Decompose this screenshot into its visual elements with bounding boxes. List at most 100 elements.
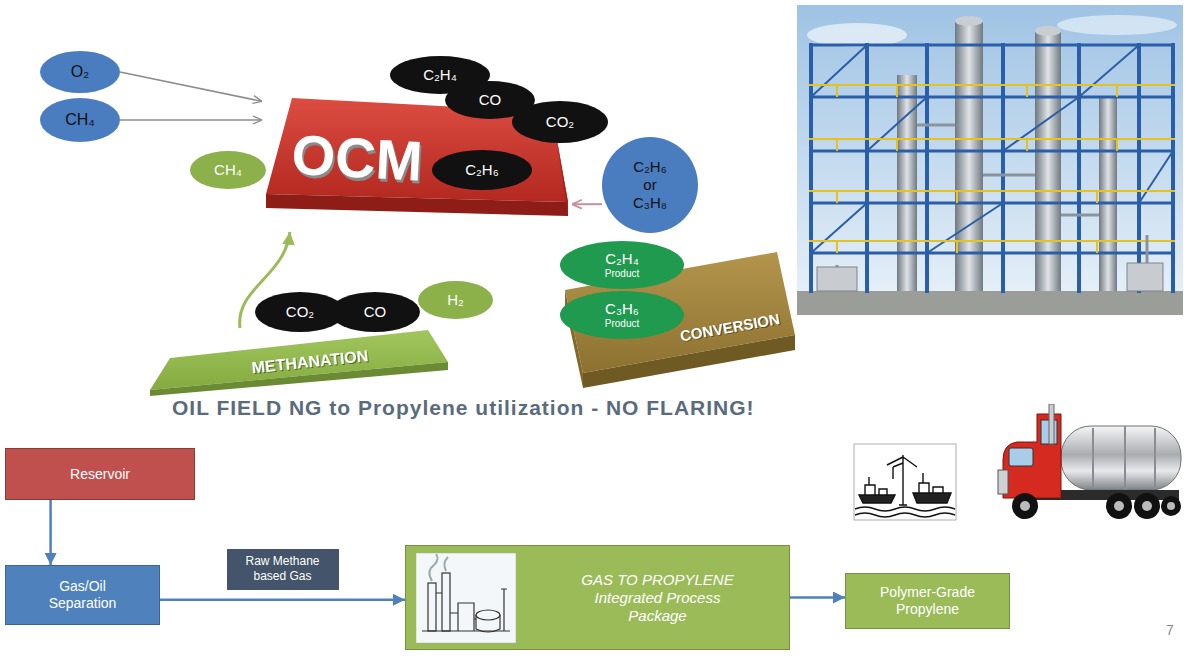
box-label: Polymer-Grade Propylene bbox=[868, 584, 988, 618]
plant-photo-part-part bbox=[837, 125, 1147, 291]
truck-icon-part-part bbox=[1142, 501, 1152, 511]
plant-photo-part bbox=[1099, 97, 1117, 291]
process-box: GAS TO PROPYLENE Integrated Process Pack… bbox=[405, 545, 790, 650]
feed-ellipse: CH₄ bbox=[40, 98, 120, 142]
truck-icon-part-part bbox=[1020, 501, 1030, 511]
process-box: Gas/Oil Separation bbox=[5, 565, 160, 625]
feed-ellipse: O₂ bbox=[40, 51, 120, 93]
truck-icon-part-part bbox=[1134, 493, 1160, 519]
truck-icon-part bbox=[1061, 426, 1181, 490]
ship-icon-part bbox=[855, 455, 955, 517]
formula-label: O₂ bbox=[71, 62, 90, 81]
box-label: Reservoir bbox=[70, 466, 130, 483]
edge-label: Raw Methane based Gas bbox=[227, 549, 339, 590]
truck-icon-part bbox=[1012, 493, 1181, 519]
flow-arrow bbox=[790, 596, 845, 599]
truck-icon-part bbox=[1049, 404, 1054, 444]
process-box: Polymer-Grade Propylene bbox=[845, 573, 1010, 629]
formula-label: CH₄ bbox=[214, 161, 242, 179]
plant-icon-part bbox=[444, 557, 448, 571]
formula-label: CO bbox=[479, 91, 502, 109]
plant-photo-part-part bbox=[811, 43, 1173, 293]
plant-icon-part bbox=[422, 573, 510, 632]
box-label: Gas/Oil Separation bbox=[38, 578, 128, 612]
ship-icon bbox=[853, 443, 957, 521]
flow-arrow bbox=[120, 119, 262, 121]
ship-icon-part bbox=[854, 444, 956, 520]
truck-icon-part-part bbox=[1167, 502, 1175, 510]
plant-icon-part-part bbox=[458, 603, 474, 631]
ship-icon-part-part bbox=[859, 495, 895, 503]
plant-photo-part bbox=[811, 43, 1173, 293]
plant-photo-part bbox=[837, 125, 1147, 291]
plant-photo-part bbox=[817, 267, 857, 291]
formula-label: CO₂ bbox=[286, 303, 314, 321]
truck-icon-part bbox=[1020, 501, 1175, 511]
label-holder: OIL FIELD NG to Propylene utilization - … bbox=[172, 396, 755, 420]
plant-icon-part-part bbox=[442, 573, 450, 631]
ship-icon-part-part bbox=[913, 493, 951, 503]
plant-photo-part bbox=[797, 291, 1183, 315]
plant-icon-part-part bbox=[436, 589, 507, 631]
plant-icon-part bbox=[416, 553, 516, 643]
slab-face bbox=[266, 194, 568, 216]
truck-icon-part bbox=[1009, 448, 1033, 466]
ship-icon-part-part bbox=[855, 513, 955, 517]
plant-icon bbox=[416, 553, 516, 643]
gas-ellipse: CO bbox=[330, 292, 420, 332]
plant-photo bbox=[797, 5, 1183, 315]
formula-label: C₂H₆ or C₃H₈ bbox=[628, 158, 672, 212]
formula-label: CO₂ bbox=[546, 113, 574, 131]
truck-icon-part-part bbox=[1161, 496, 1181, 516]
plant-photo-part bbox=[809, 45, 1175, 253]
plant-photo-part bbox=[1057, 15, 1177, 35]
formula-label: C₂H₄ bbox=[423, 66, 457, 84]
formula-label: CH₄ bbox=[65, 110, 95, 129]
ship-icon-part-part bbox=[855, 507, 955, 511]
gas-ellipse: C₂H₆ bbox=[432, 150, 532, 190]
flow-arrow bbox=[120, 72, 262, 101]
formula-label: C₂H₄ bbox=[605, 250, 639, 268]
slab-label: OCM bbox=[290, 124, 424, 192]
flow-arrow bbox=[49, 500, 52, 565]
plant-photo-part bbox=[797, 5, 1183, 315]
feed-ellipse: C₂H₆ or C₃H₈ bbox=[602, 137, 698, 233]
ship-icon-part-part bbox=[919, 473, 943, 493]
formula-label: CO bbox=[364, 303, 387, 321]
formula-label: Product bbox=[605, 318, 639, 330]
plant-photo-part-part bbox=[811, 45, 1173, 253]
ship-icon-part-part bbox=[887, 455, 917, 505]
recycle-ellipse: CH₄ bbox=[190, 151, 266, 189]
box-label: GAS TO PROPYLENE Integrated Process Pack… bbox=[570, 571, 745, 625]
slide-title: OIL FIELD NG to Propylene utilization - … bbox=[172, 396, 755, 420]
truck-icon-part-part bbox=[1012, 493, 1038, 519]
formula-label: H₂ bbox=[447, 291, 464, 309]
plant-icon-part bbox=[429, 554, 437, 581]
plant-photo-part bbox=[955, 16, 983, 26]
plant-photo-part-part bbox=[809, 85, 1175, 241]
methanation-slab: METHANATION bbox=[150, 328, 450, 396]
gas-ellipse: CO₂ bbox=[512, 101, 608, 143]
product-ellipse: C₂H₄Product bbox=[560, 241, 684, 289]
page-number: 7 bbox=[1166, 622, 1174, 638]
plant-photo-part bbox=[1035, 26, 1061, 36]
label-holder: OCM bbox=[290, 124, 424, 192]
truck-icon-part bbox=[998, 470, 1008, 494]
ship-icon-part-part bbox=[865, 477, 887, 495]
product-ellipse: C₃H₆Product bbox=[560, 291, 684, 339]
truck-icon-part bbox=[1093, 426, 1155, 490]
plant-photo-part-part bbox=[837, 85, 1117, 253]
process-box: Reservoir bbox=[5, 448, 195, 500]
plant-photo-part bbox=[809, 85, 1175, 253]
plant-icon-part-part bbox=[476, 610, 500, 620]
truck-icon-part-part bbox=[1114, 501, 1124, 511]
plant-icon-part-part bbox=[428, 583, 436, 631]
flow-arrow bbox=[160, 599, 405, 602]
plant-photo-part bbox=[1127, 263, 1163, 291]
plant-photo-part bbox=[955, 21, 983, 291]
label-holder: Raw Methane based Gas bbox=[227, 549, 339, 590]
formula-label: Product bbox=[605, 268, 639, 280]
flow-arrow bbox=[572, 203, 602, 205]
